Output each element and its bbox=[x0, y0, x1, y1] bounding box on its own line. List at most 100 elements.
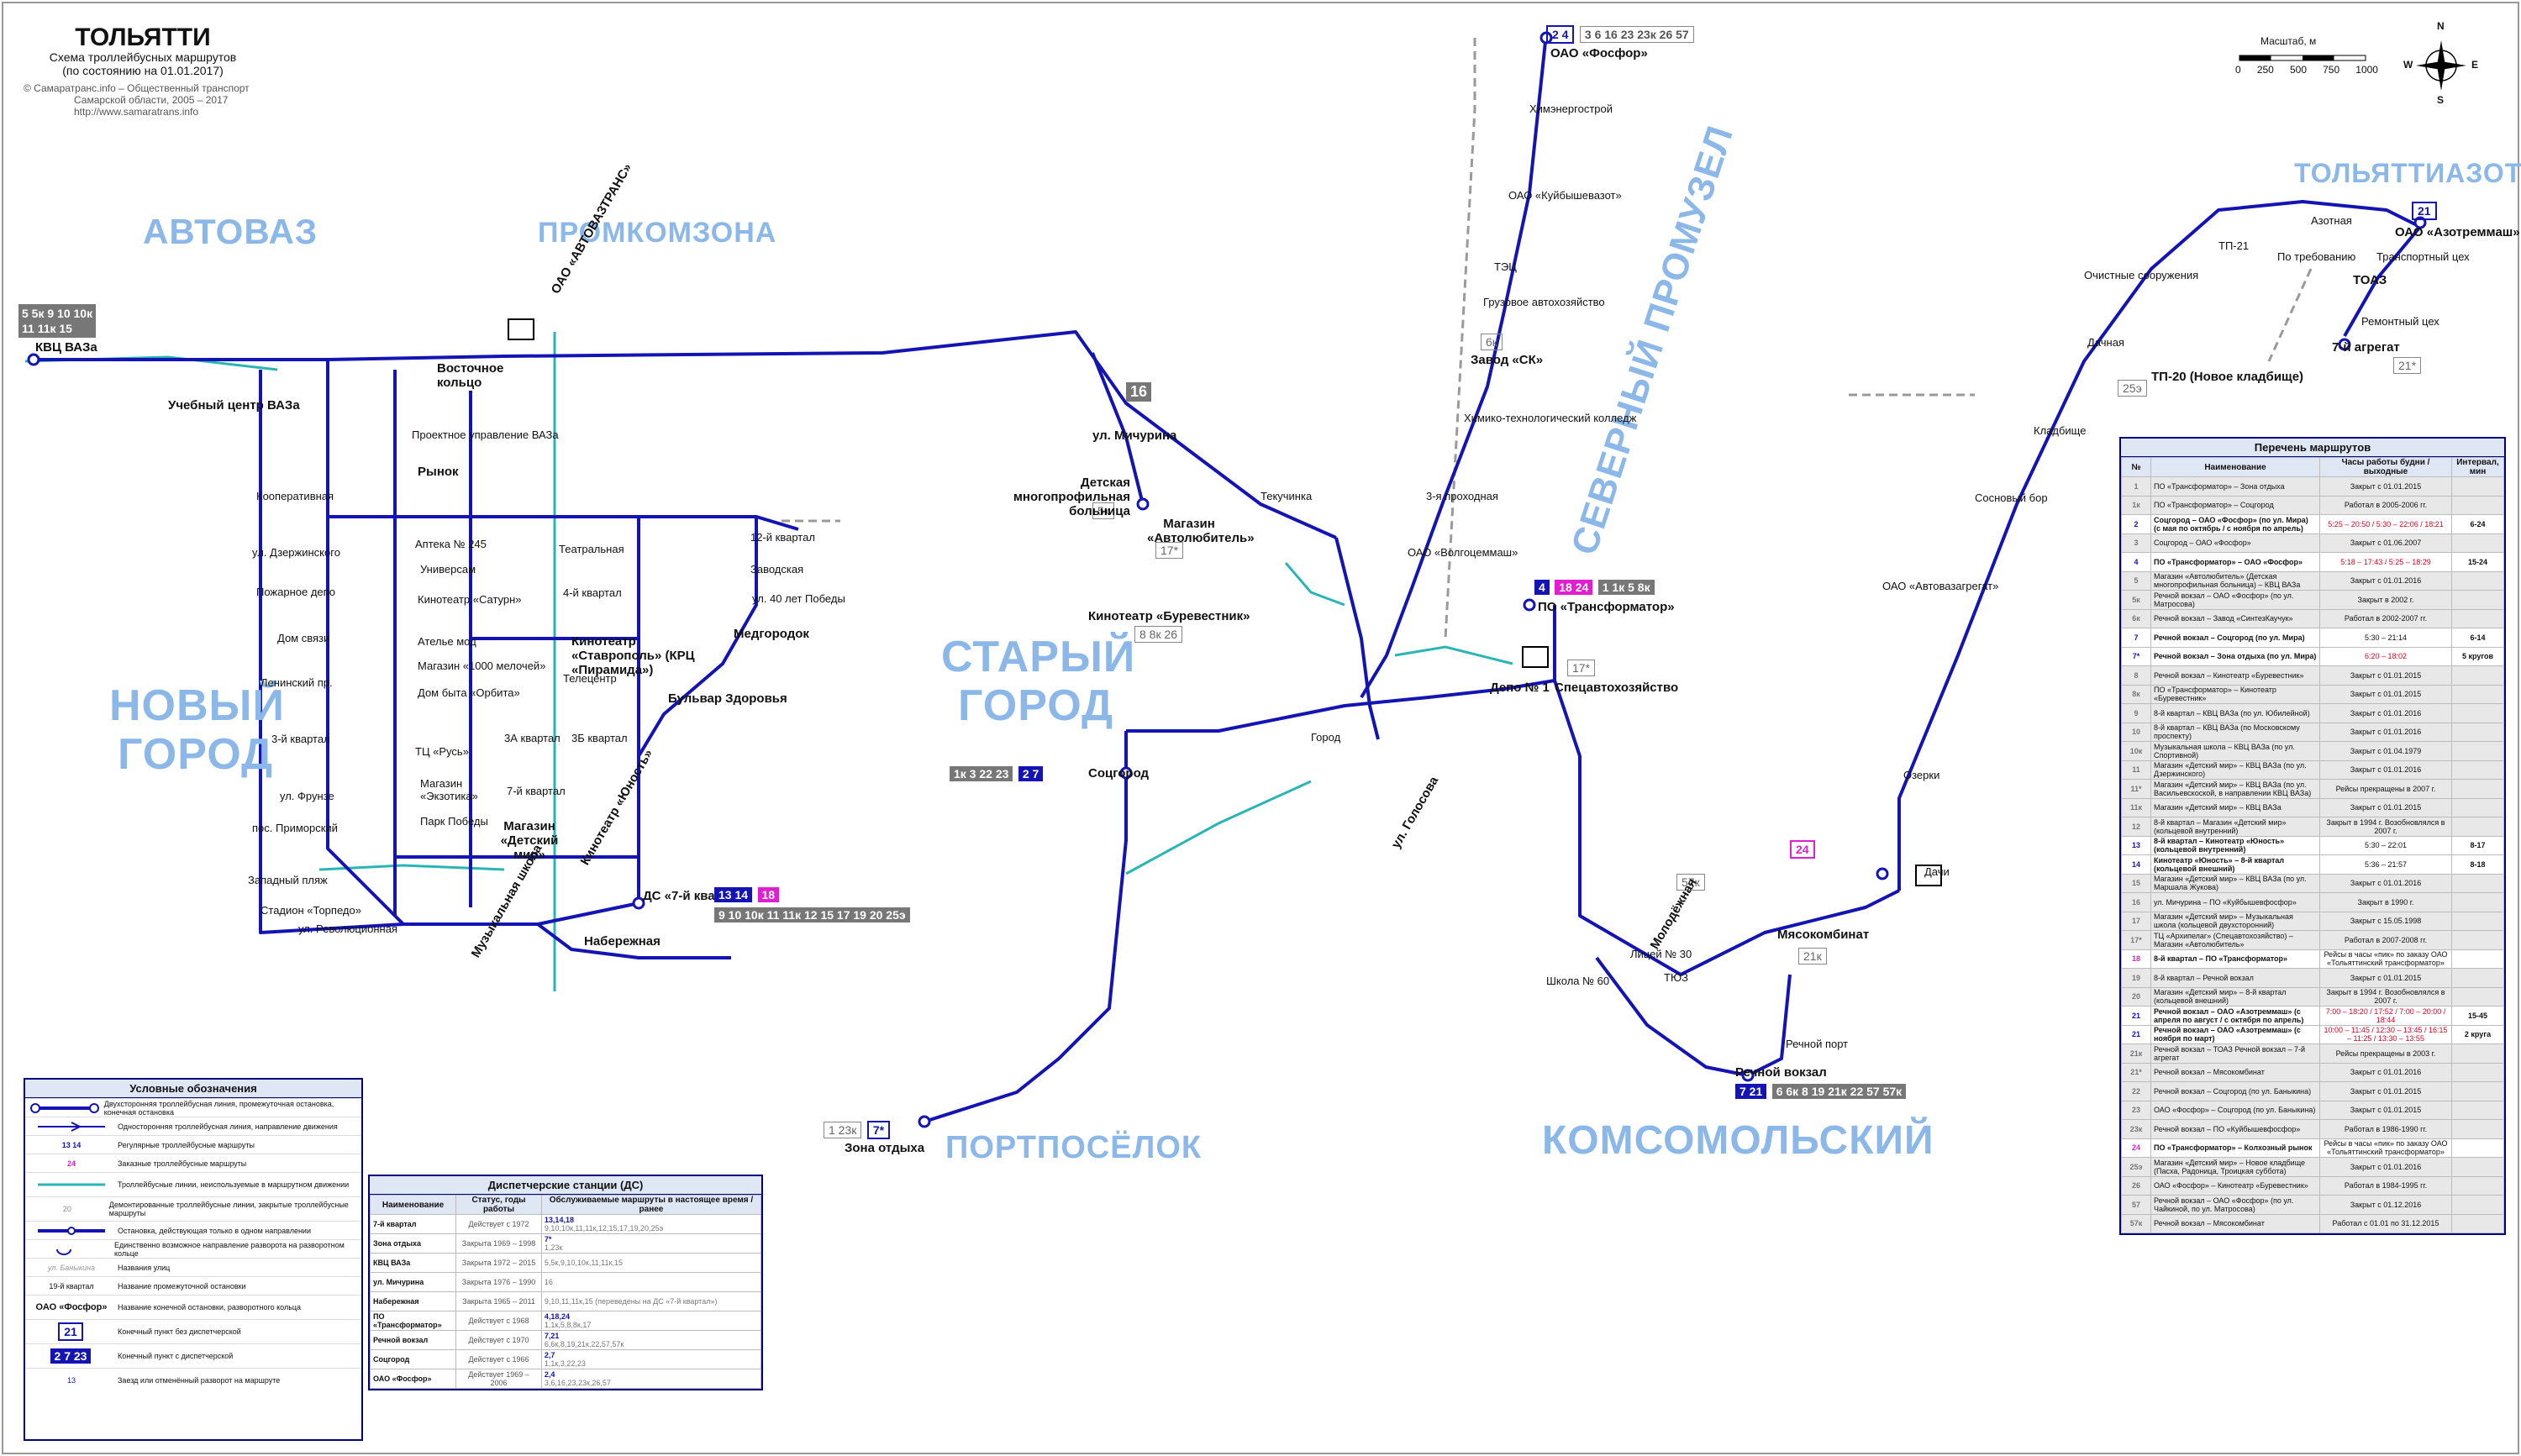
stop-zona bbox=[918, 1115, 931, 1128]
legend-label-13: Конечный пункт с диспетчерской bbox=[118, 1352, 234, 1360]
dispatch-panel: Диспетчерские станции (ДС) Наименование … bbox=[368, 1175, 763, 1390]
badge-21s-wrap: 21* bbox=[2393, 357, 2423, 374]
route-interval: 6-14 bbox=[2451, 628, 2504, 648]
route-number: 21 bbox=[2121, 1024, 2151, 1044]
badge-25e-wrap: 25э bbox=[2118, 380, 2149, 397]
route-number: 10 bbox=[2121, 722, 2151, 742]
scale-tick-750: 750 bbox=[2323, 64, 2340, 76]
closed-lines bbox=[782, 38, 2313, 639]
route-hours: Закрыт в 1994 г. Возобновлялся в 2007 г. bbox=[2319, 817, 2452, 837]
azot-badge-wrap: 21 bbox=[2412, 202, 2439, 220]
route-hours: 5:18 – 17:43 / 5:25 – 18:29 bbox=[2319, 552, 2452, 572]
legend-row-9: ул. Баныкина Названия улиц bbox=[25, 1258, 361, 1276]
stop-sosnovy-bor: Сосновый бор bbox=[1975, 491, 2048, 504]
stop-stavropol: Кинотеатр «Ставрополь» (КРЦ «Пирамида») bbox=[571, 634, 695, 677]
stop-zavodskaya: Заводская bbox=[750, 563, 804, 576]
sotsgorod-badges: 1к 3 22 23 2 7 bbox=[950, 766, 1045, 782]
district-komsomolsky: КОМСОМОЛЬСКИЙ bbox=[1542, 1118, 1934, 1163]
route-number: 21 bbox=[2121, 1006, 2151, 1026]
legend-label-7: Остановка, действующая только в одном на… bbox=[118, 1226, 311, 1235]
dispatch-routes-before: 6,6к,8,19,21к,22,57,57к bbox=[544, 1340, 624, 1348]
stop-kv12: 12-й квартал bbox=[750, 531, 815, 544]
kvc-routes-2: 11 11к 15 bbox=[22, 322, 72, 335]
stop-tp20: ТП-20 (Новое кладбище) bbox=[2151, 370, 2304, 384]
stop-magazin1000: Магазин «1000 мелочей» bbox=[418, 660, 546, 672]
ds7-badges-2: 9 10 10к 11 11к 12 15 17 19 20 25э bbox=[714, 907, 912, 923]
trans-label: ПО «Трансформатор» bbox=[1538, 600, 1675, 614]
routes-header-interval: Интервал, мин bbox=[2451, 457, 2504, 477]
route-hours: 10:00 – 11:45 / 12:30 – 13:45 / 16:15 – … bbox=[2319, 1024, 2452, 1044]
route-number: 4 bbox=[2121, 552, 2151, 572]
route-name: Магазин «Детский мир» – КВЦ ВАЗа bbox=[2150, 797, 2320, 817]
route-name: Речной вокзал – Зона отдыха (по ул. Мира… bbox=[2150, 646, 2320, 666]
route-number: 57 bbox=[2121, 1195, 2151, 1215]
route-number: 11 bbox=[2121, 760, 2151, 780]
route-number: 9 bbox=[2121, 703, 2151, 723]
trans-badge-blue: 4 bbox=[1534, 580, 1550, 595]
dispatch-header-status: Статус, годы работы bbox=[455, 1195, 542, 1215]
line-rechnoy bbox=[1747, 974, 1792, 1077]
route-hours: Закрыт с 01.01.2016 bbox=[2319, 1062, 2452, 1082]
badge-17b: 17* bbox=[1567, 660, 1596, 676]
stop-kooperativnaya: Кооперативная bbox=[256, 490, 334, 502]
route-number: 25э bbox=[2121, 1157, 2151, 1177]
route-number: 5 bbox=[2121, 570, 2151, 591]
legend-label-2: Односторонняя троллейбусная линия, напра… bbox=[118, 1122, 338, 1131]
scale-tick-250: 250 bbox=[2256, 64, 2274, 76]
legend-label-3: Регулярные троллейбусные маршруты bbox=[118, 1140, 255, 1149]
city-title: ТОЛЬЯТТИ bbox=[75, 24, 211, 51]
depot-3-marker bbox=[1915, 865, 1942, 886]
stop-rus: ТЦ «Русь» bbox=[415, 745, 469, 758]
legend-row-7: Остановка, действующая только в одном на… bbox=[25, 1221, 361, 1239]
legend-row-5: Троллейбусные линии, неиспользуемые в ма… bbox=[25, 1172, 361, 1196]
azot-label: ОАО «Азотреммаш» bbox=[2395, 225, 2520, 239]
line-tolyattiazot bbox=[1897, 200, 2421, 891]
legend-label-8: Единственно возможное направление развор… bbox=[113, 1240, 345, 1258]
stop-avtolyubitel bbox=[1136, 497, 1150, 511]
route-number: 19 bbox=[2121, 968, 2151, 988]
stop-pozharnoe: Пожарное депо bbox=[256, 586, 335, 598]
kvc-routes-badge: 5 5к 9 10 10к 11 11к 15 bbox=[18, 304, 97, 338]
depot-1-marker bbox=[1522, 646, 1549, 668]
badge-17: 17* bbox=[1155, 542, 1184, 559]
dispatch-cell-name: ПО «Трансформатор» bbox=[369, 1311, 457, 1331]
route-hours: Рейсы прекращены в 2007 г. bbox=[2319, 779, 2452, 799]
stop-gruzovoe: Грузовое автохозяйство bbox=[1483, 296, 1605, 308]
line-komsomolsky bbox=[1553, 605, 1900, 976]
dispatch-cell-status: Закрыта 1969 – 1998 bbox=[455, 1233, 542, 1254]
subtitle-line-2: (по состоянию на 01.01.2017) bbox=[62, 64, 224, 77]
route-interval bbox=[2451, 968, 2504, 988]
route-hours: Закрыт в 2002 г. bbox=[2319, 590, 2452, 610]
legend-sym-9: ул. Баныкина bbox=[47, 1263, 96, 1272]
legend-sym-5 bbox=[25, 1179, 118, 1191]
route-number: 1к bbox=[2121, 495, 2151, 515]
stop-volgotsemmash: ОАО «Волгоцеммаш» bbox=[1408, 546, 1518, 559]
stop-vostochnoe: Восточное кольцо bbox=[437, 361, 504, 390]
route-number: 23 bbox=[2121, 1100, 2151, 1120]
route-interval bbox=[2451, 986, 2504, 1007]
dispatch-routes-before: 16 bbox=[544, 1278, 553, 1286]
stop-frunze: ул. Фрунзе bbox=[280, 790, 334, 802]
stop-universam: Универсам bbox=[420, 563, 476, 576]
michurina-label: ул. Мичурина bbox=[1092, 428, 1177, 443]
legend-sym-1 bbox=[25, 1102, 104, 1114]
stop-kuybyshevazot: ОАО «Куйбышевазот» bbox=[1508, 189, 1622, 202]
scale-bar bbox=[2239, 55, 2366, 61]
stop-telecentr: Телецентр bbox=[563, 672, 617, 685]
ds7-badge-pink: 18 bbox=[757, 887, 780, 902]
route-interval: 8-18 bbox=[2451, 854, 2504, 875]
stop-detskaya-bolnitsa: Детская многопрофильная больница bbox=[1013, 476, 1130, 518]
route-name: ул. Мичурина – ПО «Куйбышевфосфор» bbox=[2150, 892, 2320, 912]
route-interval bbox=[2451, 760, 2504, 780]
routes-panel: Перечень маршрутов № Наименование Часы р… bbox=[2119, 437, 2506, 1235]
route-interval bbox=[2451, 1119, 2504, 1139]
route-hours: Работал в 1986-1990 гг. bbox=[2319, 1119, 2452, 1139]
route-hours: Закрыт с 01.01.2016 bbox=[2319, 722, 2452, 742]
dispatch-cell-routes: 5,5к,9,10,10к,11,11к,15 bbox=[540, 1253, 762, 1273]
